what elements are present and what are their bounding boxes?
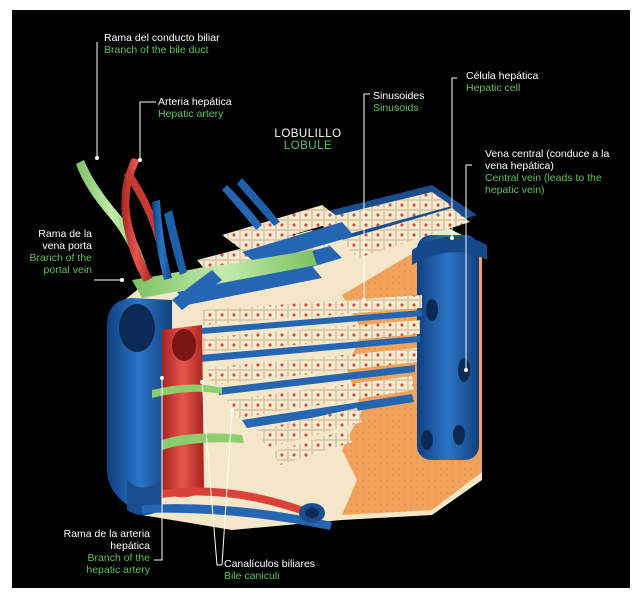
label-portal-vein: Rama de la vena porta Branch of the port… [12, 228, 92, 276]
label-canaliculi-es: Canalículos biliares [224, 558, 315, 570]
label-sinusoids-es: Sinusoides [373, 90, 424, 102]
label-sinusoids: Sinusoides Sinusoids [373, 90, 424, 114]
label-central-vein-es-1: Vena central (conduce a la [485, 148, 609, 160]
label-hepatic-cell-es: Célula hepática [466, 70, 538, 82]
central-vein-column [417, 235, 479, 460]
label-central-vein-en-1: Central vein (leads to the [485, 172, 609, 184]
label-lobule: LOBULILLO LOBULE [258, 128, 358, 152]
label-portal-vein-en-1: Branch of the [12, 252, 92, 264]
label-artery-branch-es-1: Rama de la arteria [22, 528, 150, 540]
label-hepatic-cell: Célula hepática Hepatic cell [466, 70, 538, 94]
label-canaliculi-en: Bile caniculi [224, 570, 315, 582]
label-hepatic-cell-en: Hepatic cell [466, 82, 538, 94]
label-hepatic-artery-en: Hepatic artery [158, 108, 232, 120]
label-lobule-en: LOBULE [258, 140, 358, 152]
label-artery-branch-en-2: hepatic artery [22, 564, 150, 576]
label-central-vein-en-2: hepatic vein) [485, 184, 609, 196]
label-sinusoids-en: Sinusoids [373, 102, 424, 114]
label-hepatic-artery: Arteria hepática Hepatic artery [158, 96, 232, 120]
label-central-vein-es-2: vena hepática) [485, 160, 609, 172]
label-bile-duct-es: Rama del conducto biliar [104, 32, 220, 44]
label-portal-vein-es-2: vena porta [12, 240, 92, 252]
label-bile-duct-en: Branch of the bile duct [104, 44, 220, 56]
label-hepatic-artery-es: Arteria hepática [158, 96, 232, 108]
label-artery-branch-en-1: Branch of the [22, 552, 150, 564]
label-bile-duct: Rama del conducto biliar Branch of the b… [104, 32, 220, 56]
label-canaliculi: Canalículos biliares Bile caniculi [224, 558, 315, 582]
label-artery-branch-es-2: hepática [22, 540, 150, 552]
label-central-vein: Vena central (conduce a la vena hepática… [485, 148, 609, 196]
label-artery-branch: Rama de la arteria hepática Branch of th… [22, 528, 150, 576]
label-portal-vein-en-2: portal vein [12, 264, 92, 276]
label-lobule-es: LOBULILLO [258, 128, 358, 140]
diagram-canvas: Rama del conducto biliar Branch of the b… [12, 10, 630, 588]
liver-lobule-illustration [12, 10, 630, 588]
label-portal-vein-es-1: Rama de la [12, 228, 92, 240]
